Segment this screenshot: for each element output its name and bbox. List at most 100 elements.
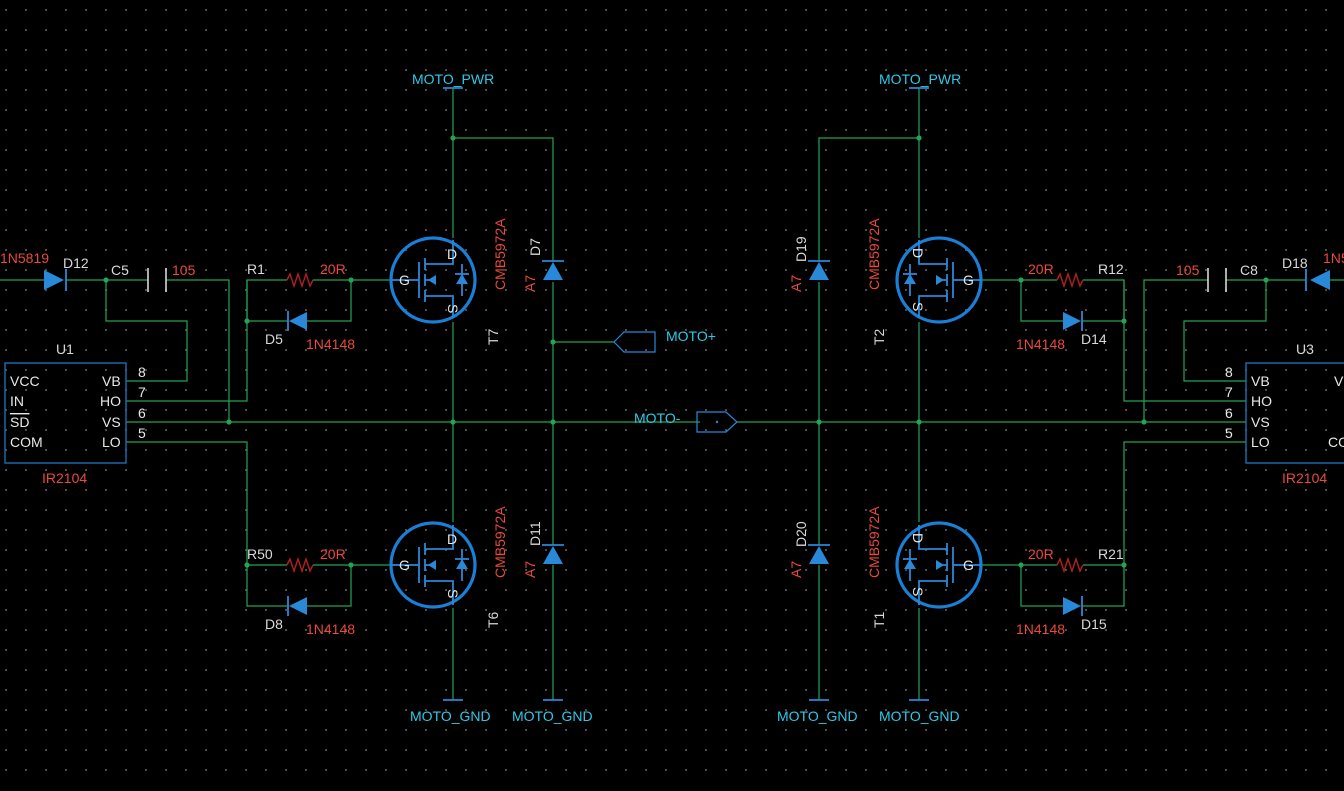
u1-pinnum-6: 6 xyxy=(138,405,146,421)
u1-pin-ho: HO xyxy=(100,393,121,409)
r12-value: 20R xyxy=(1028,261,1054,277)
t7-value: CMB5972A xyxy=(492,218,508,290)
resistor-r12[interactable]: 20R R12 xyxy=(1028,261,1124,289)
u1-pin-in: IN xyxy=(10,393,24,409)
diode-d15[interactable]: 1N4148 D15 xyxy=(1016,596,1107,637)
t2-drain-label: D xyxy=(910,248,926,258)
t1-source-label: S xyxy=(910,587,926,596)
ic-u1[interactable]: U1 IR2104 VCC IN SD COM VB HO VS LO 8 7 … xyxy=(4,341,146,486)
wires xyxy=(0,88,1344,700)
mosfet-t2[interactable]: G D S CMB5972A T2 xyxy=(866,218,983,345)
diode-d12[interactable]: 1N5819 D12 xyxy=(0,250,89,291)
port-moto-plus[interactable]: MOTO+ xyxy=(613,328,716,353)
resistor-r1[interactable]: R1 20R xyxy=(247,261,346,289)
t7-designator: T7 xyxy=(485,328,501,345)
d15-value: 1N4148 xyxy=(1016,621,1065,637)
t6-source-label: S xyxy=(445,589,461,598)
u1-pin-vs: VS xyxy=(102,414,121,430)
svg-text:MOTO+: MOTO+ xyxy=(666,328,716,344)
t2-gate-label: G xyxy=(963,272,974,288)
mosfet-t1[interactable]: G D S CMB5972A T1 xyxy=(866,506,983,628)
d19-value: A7 xyxy=(788,275,804,292)
ic-u3[interactable]: U3 IR2104 VB HO VS LO V CO 8 7 6 5 xyxy=(1225,341,1344,486)
d18-value: 1N5 xyxy=(1323,250,1344,266)
d8-value: 1N4148 xyxy=(306,621,355,637)
u1-pin-lo: LO xyxy=(102,434,121,450)
diode-d19[interactable]: D19 A7 xyxy=(788,236,830,292)
net-moto-gnd-3: MOTO_GND xyxy=(777,708,858,724)
power-ports xyxy=(443,87,929,701)
resistor-r50[interactable]: R50 20R xyxy=(247,546,346,574)
u1-pinnum-8: 8 xyxy=(138,364,146,380)
d5-designator: D5 xyxy=(265,331,283,347)
net-moto-gnd-2: MOTO_GND xyxy=(512,708,593,724)
t7-gate-label: G xyxy=(399,272,410,288)
r21-designator: R21 xyxy=(1098,546,1124,562)
u3-pinnum-5: 5 xyxy=(1225,425,1233,441)
r50-designator: R50 xyxy=(247,546,273,562)
u1-pin-vb: VB xyxy=(102,373,121,389)
u1-pin-sd: SD xyxy=(10,414,29,430)
r1-designator: R1 xyxy=(247,261,265,277)
mosfet-t7[interactable]: G D S CMB5972A T7 xyxy=(389,218,508,345)
c8-value: 105 xyxy=(1176,262,1200,278)
diode-d20[interactable]: D20 A7 xyxy=(788,521,830,578)
c5-designator: C5 xyxy=(111,262,129,278)
c5-value: 105 xyxy=(172,262,196,278)
t7-drain-label: D xyxy=(447,246,457,262)
mosfet-t6[interactable]: G D S CMB5972A T6 xyxy=(389,506,508,628)
d15-designator: D15 xyxy=(1081,616,1107,632)
t2-designator: T2 xyxy=(871,328,887,345)
d11-value: A7 xyxy=(522,561,538,578)
r1-value: 20R xyxy=(320,261,346,277)
d5-value: 1N4148 xyxy=(306,336,355,352)
u1-pinnum-5: 5 xyxy=(138,425,146,441)
diode-d18[interactable]: D18 1N5 xyxy=(1282,250,1344,291)
r50-value: 20R xyxy=(320,546,346,562)
d12-value: 1N5819 xyxy=(0,250,49,266)
capacitor-c8[interactable]: 105 C8 xyxy=(1176,262,1258,292)
t6-designator: T6 xyxy=(485,611,501,628)
u1-pin-com: COM xyxy=(10,434,43,450)
resistor-r21[interactable]: 20R R21 xyxy=(1028,546,1124,574)
t1-drain-label: D xyxy=(910,533,926,543)
u3-pin-lo: LO xyxy=(1251,434,1270,450)
d12-designator: D12 xyxy=(63,255,89,271)
u3-pinnum-7: 7 xyxy=(1225,384,1233,400)
u3-pinnum-6: 6 xyxy=(1225,405,1233,421)
u3-pin-vcc-partial: V xyxy=(1334,373,1344,389)
c8-designator: C8 xyxy=(1240,262,1258,278)
net-moto-gnd-1: MOTO_GND xyxy=(410,708,491,724)
u3-pin-com-partial: CO xyxy=(1328,434,1344,450)
r21-value: 20R xyxy=(1028,546,1054,562)
diode-d5[interactable]: D5 1N4148 xyxy=(265,311,355,352)
t6-gate-label: G xyxy=(399,557,410,573)
net-moto-gnd-4: MOTO_GND xyxy=(879,708,960,724)
u1-value: IR2104 xyxy=(42,470,87,486)
d11-designator: D11 xyxy=(527,521,543,546)
diode-d14[interactable]: 1N4148 D14 xyxy=(1016,311,1107,352)
d14-value: 1N4148 xyxy=(1016,336,1065,352)
diode-d11[interactable]: D11 A7 xyxy=(522,521,564,578)
d20-value: A7 xyxy=(788,561,804,578)
u3-pin-ho: HO xyxy=(1251,393,1272,409)
t6-drain-label: D xyxy=(447,531,457,547)
diode-d7[interactable]: D7 A7 xyxy=(522,238,564,292)
d18-designator: D18 xyxy=(1282,255,1308,271)
svg-text:MOTO-: MOTO- xyxy=(634,410,681,426)
t1-designator: T1 xyxy=(871,611,887,628)
diode-d8[interactable]: D8 1N4148 xyxy=(265,596,355,637)
capacitor-c5[interactable]: C5 105 xyxy=(111,262,196,292)
d8-designator: D8 xyxy=(265,616,283,632)
u3-value: IR2104 xyxy=(1282,470,1327,486)
port-moto-minus[interactable]: MOTO- xyxy=(634,410,738,433)
u1-designator: U1 xyxy=(56,341,74,357)
net-moto-pwr-left: MOTO_PWR xyxy=(412,71,494,87)
d7-value: A7 xyxy=(522,275,538,292)
t1-gate-label: G xyxy=(963,557,974,573)
t2-value: CMB5972A xyxy=(866,218,882,290)
u1-pinnum-7: 7 xyxy=(138,384,146,400)
t7-source-label: S xyxy=(445,304,461,313)
